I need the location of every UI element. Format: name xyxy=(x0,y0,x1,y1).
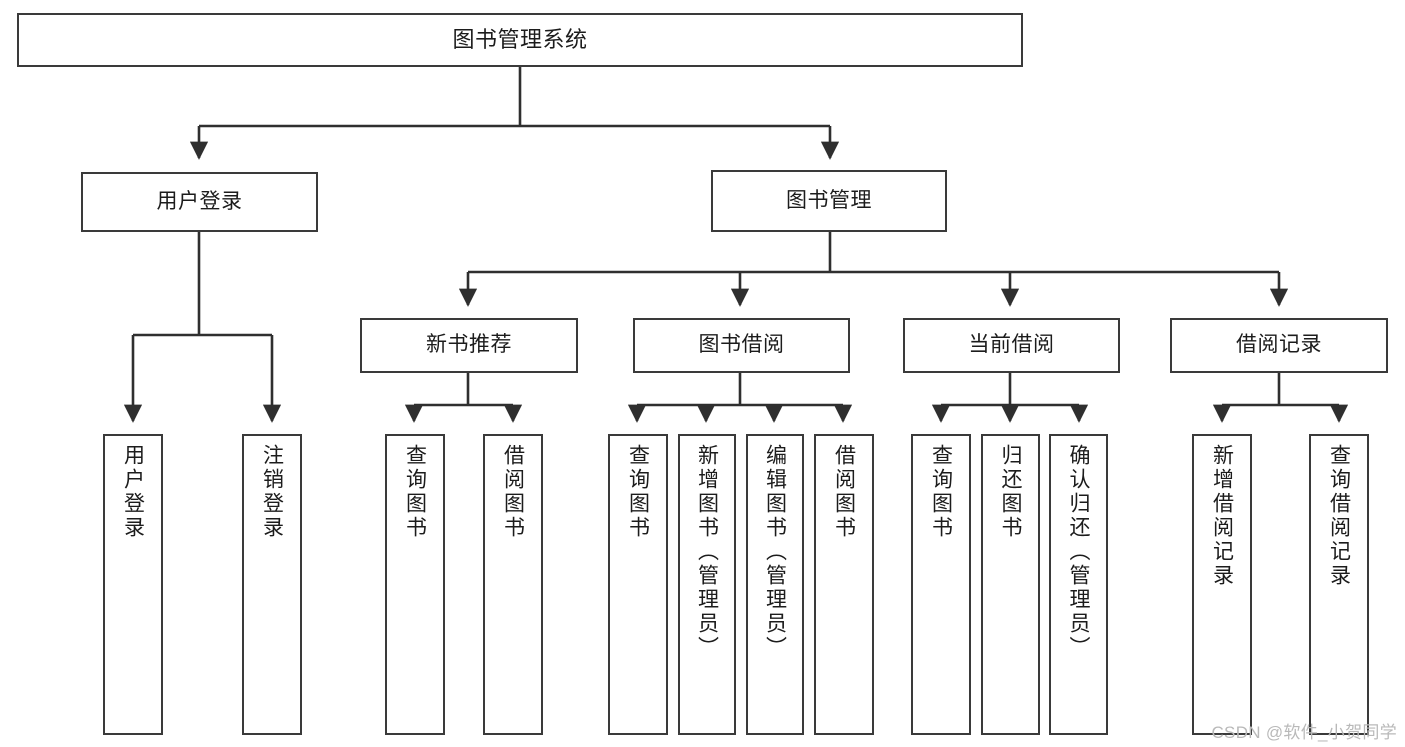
leaf-query-book-current[interactable]: 查询图书 xyxy=(911,434,971,735)
node-label: 注销登录 xyxy=(260,444,284,540)
node-root[interactable]: 图书管理系统 xyxy=(17,13,1023,67)
leaf-add-borrow-record[interactable]: 新增借阅记录 xyxy=(1192,434,1252,735)
node-label: 当前借阅 xyxy=(968,333,1055,357)
node-label: 新增借阅记录 xyxy=(1210,444,1234,588)
node-current-borrow[interactable]: 当前借阅 xyxy=(903,318,1120,373)
node-label: 借阅图书 xyxy=(501,444,525,540)
leaf-return-book[interactable]: 归还图书 xyxy=(981,434,1040,735)
leaf-query-book-recommend[interactable]: 查询图书 xyxy=(385,434,445,735)
node-label: 查询图书 xyxy=(929,444,953,540)
leaf-query-borrow-record[interactable]: 查询借阅记录 xyxy=(1309,434,1369,735)
node-new-book-recommend[interactable]: 新书推荐 xyxy=(360,318,578,373)
node-label: 新增图书（管理员） xyxy=(695,444,719,660)
leaf-query-book-borrow[interactable]: 查询图书 xyxy=(608,434,668,735)
leaf-logout[interactable]: 注销登录 xyxy=(242,434,302,735)
node-label: 借阅图书 xyxy=(832,444,856,540)
node-book-borrow[interactable]: 图书借阅 xyxy=(633,318,850,373)
node-user-login[interactable]: 用户登录 xyxy=(81,172,318,232)
leaf-edit-book-admin[interactable]: 编辑图书（管理员） xyxy=(746,434,804,735)
node-borrow-record[interactable]: 借阅记录 xyxy=(1170,318,1388,373)
leaf-user-login[interactable]: 用户登录 xyxy=(103,434,163,735)
node-label: 新书推荐 xyxy=(426,333,512,357)
node-label: 用户登录 xyxy=(121,444,145,540)
leaf-borrow-book-recommend[interactable]: 借阅图书 xyxy=(483,434,543,735)
leaf-add-book-admin[interactable]: 新增图书（管理员） xyxy=(678,434,736,735)
node-label: 编辑图书（管理员） xyxy=(763,444,787,660)
watermark: CSDN @软件_小贺同学 xyxy=(1211,723,1397,742)
leaf-borrow-book[interactable]: 借阅图书 xyxy=(814,434,874,735)
node-label: 用户登录 xyxy=(156,189,243,213)
node-label: 确认归还（管理员） xyxy=(1067,444,1090,660)
node-label: 查询图书 xyxy=(626,444,650,540)
node-label: 图书借阅 xyxy=(698,333,785,357)
node-book-management[interactable]: 图书管理 xyxy=(711,170,947,232)
node-label: 图书管理系统 xyxy=(452,27,588,53)
node-label: 图书管理 xyxy=(786,188,872,212)
node-label: 借阅记录 xyxy=(1236,333,1322,357)
node-label: 查询图书 xyxy=(403,444,427,540)
node-label: 归还图书 xyxy=(999,444,1022,540)
leaf-confirm-return-admin[interactable]: 确认归还（管理员） xyxy=(1049,434,1108,735)
node-label: 查询借阅记录 xyxy=(1327,444,1351,588)
